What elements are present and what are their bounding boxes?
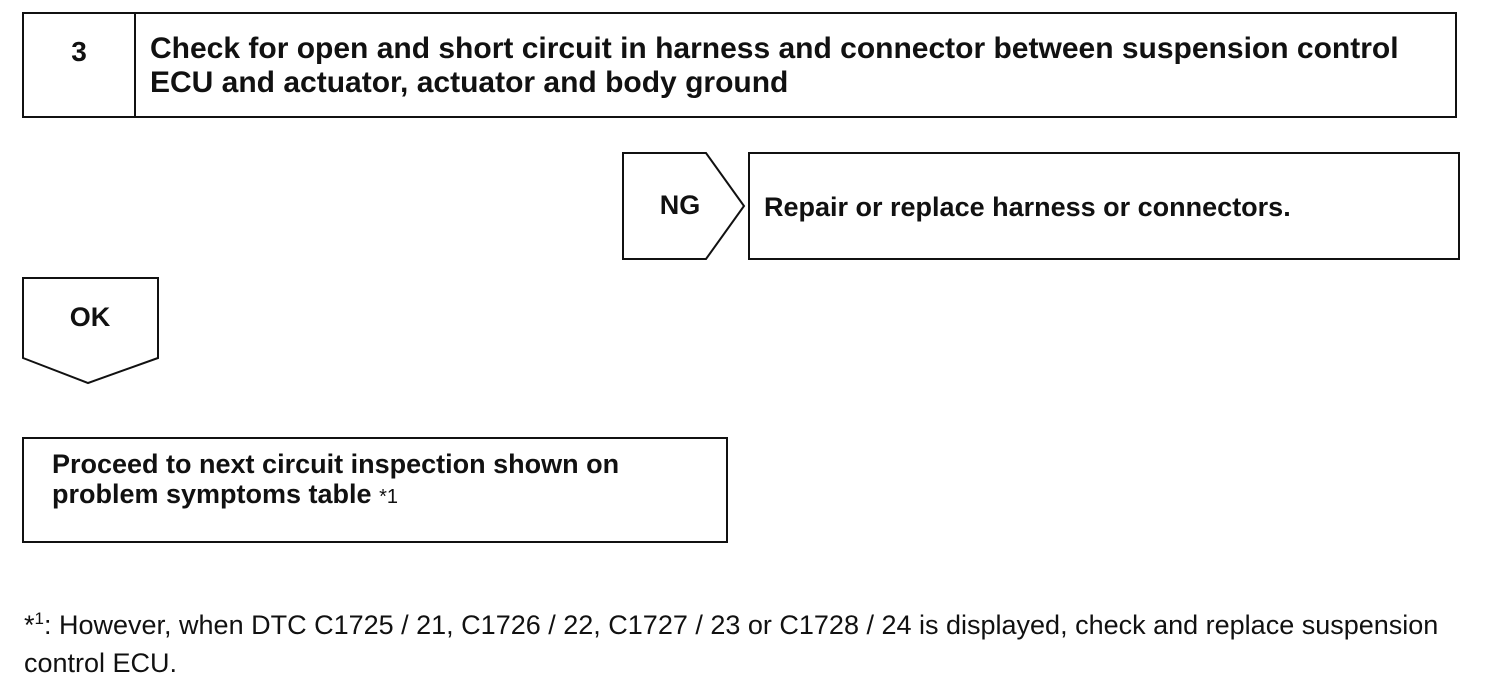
ng-arrow-shape	[622, 152, 746, 260]
proceed-text: Proceed to next circuit inspection shown…	[52, 449, 722, 512]
step-title: Check for open and short circuit in harn…	[150, 32, 1399, 99]
step-number: 3	[24, 14, 136, 116]
ng-label: NG	[659, 190, 701, 220]
footnote-text: : However, when DTC C1725 / 21, C1726 / …	[24, 610, 1439, 678]
ok-arrow-shape	[22, 277, 159, 385]
footnote-number: 1	[34, 609, 44, 628]
ok-arrow-outline	[22, 277, 159, 385]
ng-result-text: Repair or replace harness or connectors.	[764, 192, 1291, 222]
ng-arrow-outline	[622, 152, 746, 260]
ng-result-box: Repair or replace harness or connectors.	[748, 152, 1460, 260]
ok-label: OK	[69, 302, 111, 332]
proceed-main-text: Proceed to next circuit inspection shown…	[52, 449, 620, 509]
footnote: *1: However, when DTC C1725 / 21, C1726 …	[24, 600, 1484, 682]
footnote-star: *	[24, 610, 35, 640]
step-box: 3 Check for open and short circuit in ha…	[22, 12, 1457, 118]
proceed-box: Proceed to next circuit inspection shown…	[22, 437, 728, 543]
proceed-note-mark: *1	[379, 486, 398, 508]
footnote-mark: *1	[24, 609, 44, 640]
